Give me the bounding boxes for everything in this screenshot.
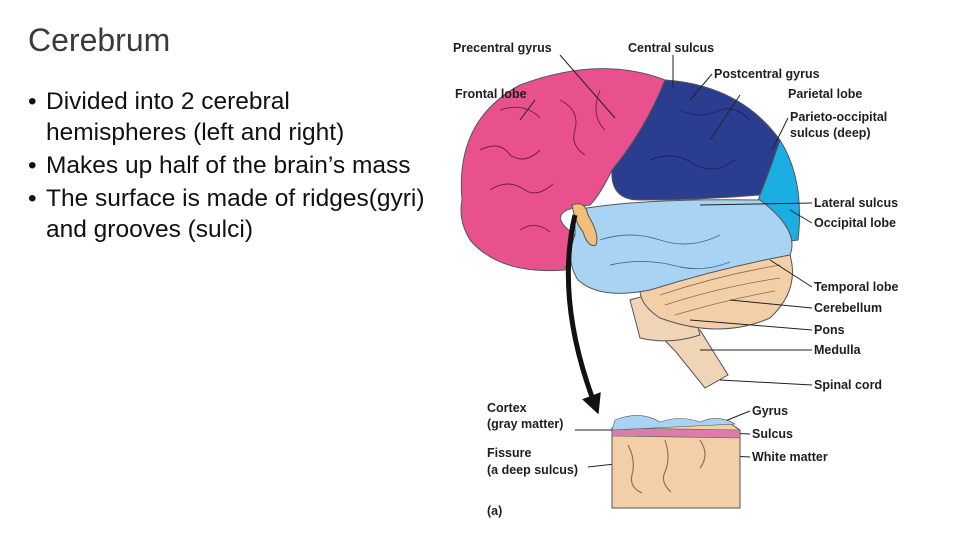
bullet-dot: •	[28, 88, 37, 115]
label-fissure: Fissure	[487, 446, 532, 460]
cortex-block	[611, 415, 741, 509]
label-parieto-occipital: Parieto-occipital	[790, 110, 887, 124]
label-spinal-cord: Spinal cord	[814, 378, 882, 392]
label-medulla: Medulla	[814, 343, 862, 357]
bullet-item: • Divided into 2 cerebral hemispheres (le…	[28, 86, 428, 148]
bullet-text: Makes up half of the brain’s mass	[46, 152, 411, 179]
label-temporal-lobe: Temporal lobe	[814, 280, 899, 294]
insula-shape	[571, 203, 598, 246]
bullet-item: • The surface is made of ridges(gyri) and…	[28, 183, 428, 245]
temporal-gyri-lines	[599, 234, 731, 270]
cerebellum-lines	[659, 264, 781, 316]
label-pons: Pons	[814, 323, 845, 337]
label-occipital-lobe: Occipital lobe	[814, 216, 896, 230]
label-parietal-lobe: Parietal lobe	[788, 87, 862, 101]
frontal-lobe-shape	[460, 68, 666, 272]
bullet-list: • Divided into 2 cerebral hemispheres (le…	[28, 86, 428, 247]
gyri-lines	[479, 89, 606, 233]
label-lateral-sulcus: Lateral sulcus	[814, 196, 898, 210]
label-cerebellum: Cerebellum	[814, 301, 882, 315]
bullet-dot: •	[28, 185, 37, 212]
parietal-lobe-shape	[611, 79, 781, 201]
temporal-lobe-shape	[570, 199, 793, 294]
label-parieto-occipital-2: sulcus (deep)	[790, 126, 871, 140]
bullet-text: Divided into 2 cerebral hemispheres (lef…	[46, 88, 345, 146]
label-panel: (a)	[487, 504, 502, 518]
slide-title: Cerebrum	[28, 22, 171, 58]
label-white-matter: White matter	[752, 450, 828, 464]
label-sulcus: Sulcus	[752, 427, 793, 441]
label-precentral-gyrus: Precentral gyrus	[453, 41, 552, 55]
label-gyrus: Gyrus	[752, 404, 788, 418]
label-central-sulcus: Central sulcus	[628, 41, 714, 55]
label-cortex-2: (gray matter)	[487, 417, 563, 431]
label-postcentral-gyrus: Postcentral gyrus	[714, 67, 820, 81]
label-fissure-2: (a deep sulcus)	[487, 463, 578, 477]
bullet-dot: •	[28, 152, 37, 179]
label-cortex: Cortex	[487, 401, 527, 415]
label-frontal-lobe: Frontal lobe	[455, 87, 527, 101]
zoom-arrow	[565, 214, 601, 415]
bullet-item: • Makes up half of the brain’s mass	[28, 150, 428, 181]
bullet-text: The surface is made of ridges(gyri) and …	[46, 185, 425, 243]
parietal-gyri-lines	[649, 108, 751, 170]
